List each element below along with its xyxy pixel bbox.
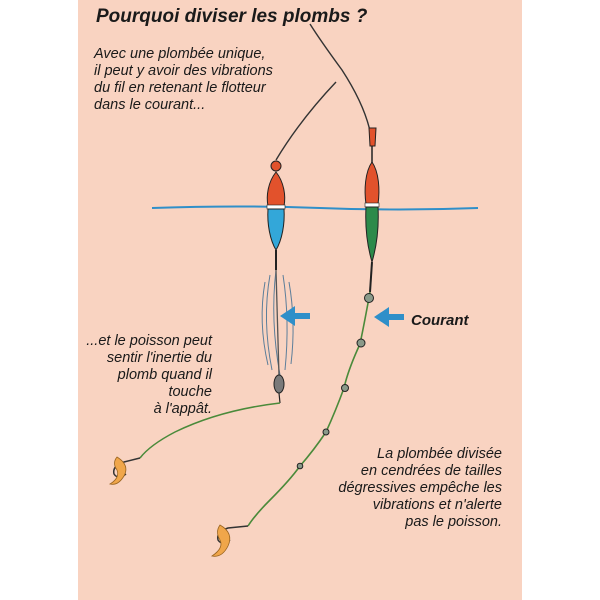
right-float-band	[364, 202, 380, 208]
left-bait	[108, 456, 127, 485]
single-sinker-note: ...et le poisson peut sentir l'inertie d…	[80, 333, 212, 418]
current-label: Courant	[411, 312, 469, 329]
diagram-background	[78, 0, 522, 600]
single-sinker	[273, 374, 285, 394]
left-float-tip	[270, 160, 282, 172]
right-rod-line	[309, 23, 373, 143]
right-float-antenna	[368, 127, 377, 147]
left-leader-line	[139, 402, 281, 459]
left-current-arrow	[280, 306, 310, 326]
shot-weights	[296, 293, 374, 470]
left-float-bottom	[267, 208, 285, 251]
note-line: pas le poisson.	[405, 514, 502, 530]
note-line: sentir l'inertie du	[106, 350, 212, 366]
intro-text: Avec une plombée unique, il peut y avoir…	[94, 46, 334, 114]
divided-sinker-note: La plombée divisée en cendrées de taille…	[272, 446, 502, 531]
note-line: ...et le poisson peut	[86, 333, 212, 349]
intro-line: dans le courant...	[94, 97, 206, 113]
right-current-arrow	[374, 307, 404, 327]
right-float-stem	[369, 261, 373, 293]
water-surface	[151, 205, 479, 211]
right-float-top	[364, 161, 380, 205]
left-float-band	[266, 204, 286, 210]
diagram-title: Pourquoi diviser les plombs ?	[96, 6, 368, 27]
right-float-bottom	[365, 206, 379, 264]
note-line: à l'appât.	[153, 401, 212, 417]
note-line: dégressives empêche les	[338, 480, 502, 496]
note-line: plomb quand il touche	[117, 367, 212, 400]
intro-line: Avec une plombée unique,	[94, 46, 266, 62]
note-line: en cendrées de tailles	[360, 463, 502, 479]
note-line: vibrations et n'alerte	[372, 497, 502, 513]
left-rod-line	[275, 81, 337, 161]
intro-line: il peut y avoir des vibrations	[94, 63, 273, 79]
intro-line: du fil en retenant le flotteur	[94, 80, 266, 96]
note-line: La plombée divisée	[377, 446, 502, 462]
right-bait	[210, 524, 231, 557]
left-float-top	[266, 171, 286, 207]
